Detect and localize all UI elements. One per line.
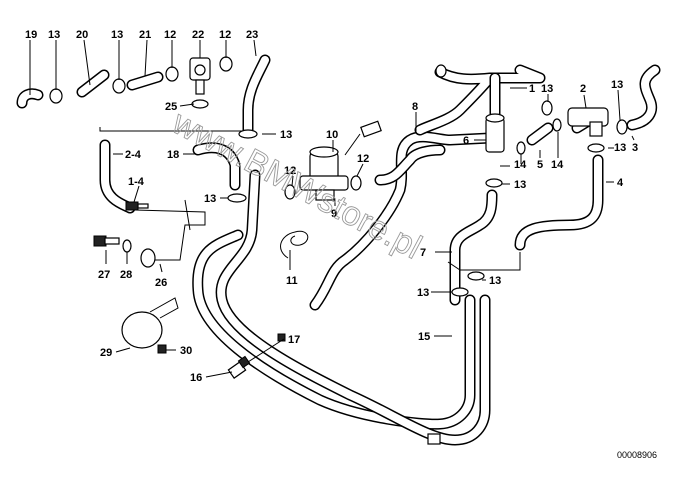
callout-9: 9 [331,208,337,220]
callout-30: 30 [180,345,192,357]
callout-7: 7 [420,247,426,259]
callout-26: 26 [155,277,167,289]
callout-13: 13 [111,29,123,41]
callout-5: 5 [537,159,543,171]
part-9-aux-valve [299,146,349,201]
callout-13: 13 [204,193,216,205]
callout-14: 14 [551,159,564,171]
clamp-13-a [49,88,63,104]
callout-12: 12 [357,153,369,165]
callout-13: 13 [614,142,626,154]
clamp-13-f [616,119,628,135]
part-bottom-clip [427,433,441,445]
callout-27: 27 [98,269,110,281]
callout-16: 16 [190,372,202,384]
callout-25: 25 [165,101,177,113]
callout-11: 11 [286,275,298,287]
clamp-14-b [552,118,562,132]
hose-network [16,54,661,446]
clamp-13-b [112,78,126,94]
callout-13: 13 [280,129,292,141]
callout-13: 13 [48,29,60,41]
parts [49,56,628,445]
clamp-13-e [541,100,553,116]
clamp-13-j [451,287,469,297]
callout-13: 13 [611,79,623,91]
part-25-washer [191,99,209,109]
callout-19: 19 [25,29,37,41]
callout-28: 28 [120,269,132,281]
callout-13: 13 [514,179,526,191]
callout-15: 15 [418,331,430,343]
watermark: www.BMWstore.pl [165,103,427,267]
callout-21: 21 [139,29,151,41]
part-22-valve [189,57,211,95]
clamp-12-d [350,175,362,191]
part-28-washer [122,239,132,253]
part-2-t-piece [567,107,609,137]
part-16-connector [227,355,251,379]
drawing-number: 00008906 [617,450,657,460]
callout-13: 13 [489,275,501,287]
callout-4: 4 [617,177,624,189]
callout-13: 13 [417,287,429,299]
callout-14: 14 [514,159,527,171]
part-17-screw [277,333,286,342]
clamp-13-c [238,129,258,139]
leader-lines [29,39,635,378]
clamp-14-a [516,141,526,155]
clamp-13-h [485,178,503,188]
callout-17: 17 [288,334,300,346]
callout-1: 1 [529,83,535,95]
callout-13: 13 [541,83,553,95]
callout-3: 3 [632,142,638,154]
callout-labels: 19 13 20 13 21 12 22 12 23 25 13 10 12 1… [25,29,638,384]
part-27-bolt [93,235,120,247]
part-1-4-clip [125,201,149,211]
callout-12: 12 [164,29,176,41]
part-6-connector [485,113,505,153]
clamp-13-d [227,193,247,203]
callout-18: 18 [167,149,179,161]
part-10-connector [344,120,382,156]
clamp-13-i [467,271,485,281]
callout-2: 2 [580,83,586,95]
callout-20: 20 [76,29,88,41]
callout-29: 29 [100,347,112,359]
callout-8: 8 [412,101,418,113]
part-29-bracket [121,297,179,349]
part-1-hose-end [435,64,447,78]
callout-22: 22 [192,29,204,41]
callout-10: 10 [326,129,338,141]
callout-2-4: 2-4 [125,149,142,161]
clamp-13-g [587,143,605,153]
callout-1-4: 1-4 [128,176,145,188]
clamp-12-c [284,184,296,200]
callout-6: 6 [463,135,469,147]
clamp-12-b [219,56,233,72]
callout-12: 12 [219,29,231,41]
callout-23: 23 [246,29,258,41]
callout-12: 12 [284,165,296,177]
clamp-12-a [165,66,179,82]
part-26-bracket [134,199,206,268]
hose-11-coil [280,230,309,259]
part-30-screw [157,344,167,354]
